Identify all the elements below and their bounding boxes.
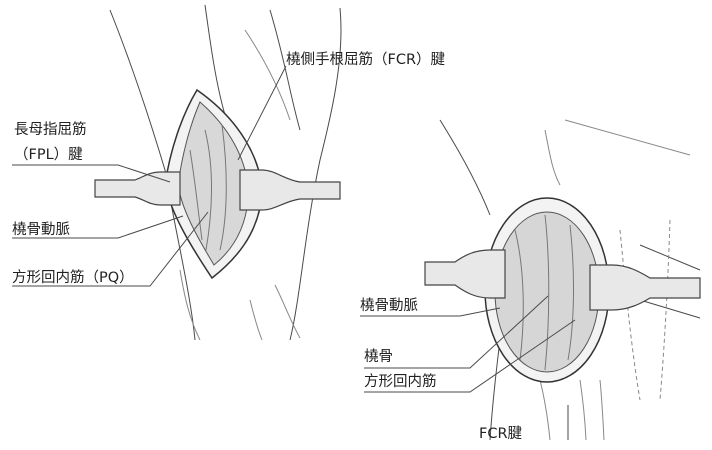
right-forearm-outline bbox=[440, 120, 490, 215]
label-radius: 橈骨 bbox=[364, 349, 393, 366]
label-fcr-bottom: FCR腱 bbox=[479, 426, 522, 443]
label-radial-artery-right: 橈骨動脈 bbox=[360, 298, 418, 315]
right-retractor-right bbox=[590, 265, 700, 310]
label-pq-right: 方形回内筋 bbox=[364, 374, 437, 391]
label-pq-left: 方形回内筋（PQ） bbox=[12, 270, 134, 287]
label-fpl-line2: （FPL）腱 bbox=[14, 147, 83, 164]
label-fcr-tendon: 橈側手根屈筋（FCR）腱 bbox=[286, 52, 445, 69]
left-retractor-left bbox=[95, 172, 180, 205]
label-fpl-line1: 長母指屈筋 bbox=[14, 122, 87, 139]
label-radial-artery-left: 橈骨動脈 bbox=[12, 222, 70, 239]
left-retractor-right bbox=[240, 170, 340, 210]
right-retractor-left bbox=[425, 250, 505, 298]
right-illustration bbox=[360, 120, 700, 440]
